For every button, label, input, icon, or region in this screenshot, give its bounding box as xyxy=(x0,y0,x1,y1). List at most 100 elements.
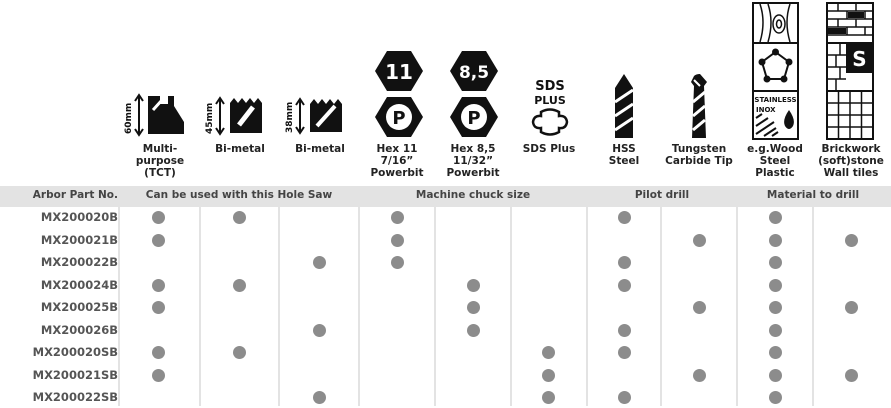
column-separator xyxy=(358,186,360,406)
sds-line2-text: PLUS xyxy=(534,94,566,107)
column-separator xyxy=(434,186,436,406)
header-label-tungsten: Tungsten Carbide Tip xyxy=(665,143,733,167)
compatibility-dot xyxy=(768,233,782,247)
powerbit-letter-text-2: P xyxy=(467,108,480,129)
compatibility-dot xyxy=(151,278,165,292)
header-label-hex85: Hex 8,5 11/32” Powerbit xyxy=(446,143,500,179)
table-caption-band xyxy=(0,186,891,207)
compatibility-dot xyxy=(151,233,165,247)
hss-drill-icon xyxy=(614,74,634,138)
bimetal-45-holesaw-icon: 45mm xyxy=(205,96,262,136)
column-separator xyxy=(118,186,120,406)
hex85-text: 8,5 xyxy=(459,63,489,83)
compatibility-dot xyxy=(466,323,480,337)
part-number: MX200024B xyxy=(40,277,118,292)
compatibility-dot xyxy=(312,391,326,404)
compatibility-dot xyxy=(232,211,246,224)
compatibility-dot xyxy=(692,233,706,247)
column-separator xyxy=(736,186,738,406)
header-label-hss: HSS Steel xyxy=(608,143,640,167)
compatibility-dot xyxy=(151,211,165,224)
compatibility-dot xyxy=(151,368,165,382)
inox-text: INOX xyxy=(756,106,776,114)
stone-letter-text: S xyxy=(852,47,866,71)
header-label-bimetal-45: Bi-metal xyxy=(215,143,265,155)
table-row xyxy=(0,207,891,228)
tungsten-drill-icon xyxy=(691,74,707,138)
stainless-text: STAINLESS xyxy=(754,96,796,104)
compatibility-dot xyxy=(541,391,555,404)
compatibility-dot xyxy=(617,211,631,224)
header-label-bimetal-38: Bi-metal xyxy=(295,143,345,155)
tct-size-text: 60mm xyxy=(124,103,134,134)
table-row xyxy=(0,364,891,385)
compatibility-dot xyxy=(312,323,326,337)
powerbit-letter-text: P xyxy=(392,108,405,129)
caption-holesaw: Can be used with this Hole Saw xyxy=(145,189,333,201)
brickwork-icon: S xyxy=(826,2,874,140)
compatibility-dot xyxy=(768,211,782,224)
compatibility-dot xyxy=(844,368,858,382)
table-row xyxy=(0,252,891,273)
compatibility-dot xyxy=(768,278,782,292)
column-separator xyxy=(199,186,201,406)
compatibility-dot xyxy=(692,368,706,382)
compatibility-dot xyxy=(312,256,326,269)
column-separator xyxy=(812,186,814,406)
part-number: MX200025B xyxy=(40,300,118,314)
compatibility-dot xyxy=(844,301,858,314)
table-row xyxy=(0,274,891,295)
column-separator xyxy=(278,186,280,406)
caption-part-no: Arbor Part No. xyxy=(32,189,118,201)
bimetal38-size-text: 38mm xyxy=(285,102,295,133)
compatibility-dot xyxy=(151,346,165,359)
bimetal-38-holesaw-icon: 38mm xyxy=(285,97,342,135)
part-number: MX200021SB xyxy=(32,367,118,382)
part-number: MX200026B xyxy=(40,322,118,337)
compatibility-dot xyxy=(390,211,404,224)
compatibility-dot xyxy=(390,256,404,269)
sds-plus-icon: SDS PLUS xyxy=(531,79,569,136)
caption-material: Material to drill xyxy=(766,189,860,201)
header-label-sds: SDS Plus xyxy=(522,143,576,155)
compatibility-dot xyxy=(768,391,782,404)
compatibility-dot xyxy=(541,346,555,359)
header-area: 60mm 45mm 38mm 11 P 8,5 P SDS xyxy=(0,0,891,186)
compatibility-dot xyxy=(768,301,782,314)
table-row xyxy=(0,319,891,340)
caption-chuck: Machine chuck size xyxy=(415,189,531,201)
part-number: MX200021B xyxy=(40,232,118,247)
compatibility-dot xyxy=(617,346,631,359)
compatibility-dot xyxy=(466,301,480,314)
part-number: MX200022B xyxy=(40,255,118,269)
caption-pilot: Pilot drill xyxy=(634,189,690,201)
compatibility-dot xyxy=(466,278,480,292)
table-row xyxy=(0,342,891,363)
hex11-powerbit-icon: 11 P xyxy=(375,51,423,137)
column-separator xyxy=(510,186,512,406)
compatibility-dot xyxy=(617,278,631,292)
hex11-text: 11 xyxy=(385,60,413,84)
compatibility-dot xyxy=(232,278,246,292)
header-label-wood: e.g.Wood Steel Plastic xyxy=(747,143,803,179)
table-row xyxy=(0,229,891,250)
compatibility-dot xyxy=(844,233,858,247)
compatibility-dot xyxy=(768,346,782,359)
bimetal45-size-text: 45mm xyxy=(205,103,215,134)
compatibility-dot xyxy=(232,346,246,359)
compatibility-dot xyxy=(151,301,165,314)
table-row xyxy=(0,297,891,318)
compatibility-dot xyxy=(541,368,555,382)
column-separator xyxy=(660,186,662,406)
header-label-hex11: Hex 11 7/16” Powerbit xyxy=(370,143,424,179)
part-number: MX200020SB xyxy=(32,345,118,359)
header-label-brickwork: Brickwork (soft)stone Wall tiles xyxy=(818,143,884,179)
compatibility-dot xyxy=(768,323,782,337)
compatibility-dot xyxy=(768,368,782,382)
compatibility-dot xyxy=(617,323,631,337)
part-number: MX200022SB xyxy=(32,390,118,404)
header-label-tct: Multi- purpose (TCT) xyxy=(135,143,185,179)
hex85-powerbit-icon: 8,5 P xyxy=(450,51,498,137)
compatibility-dot xyxy=(617,256,631,269)
tct-holesaw-icon: 60mm xyxy=(124,93,184,137)
